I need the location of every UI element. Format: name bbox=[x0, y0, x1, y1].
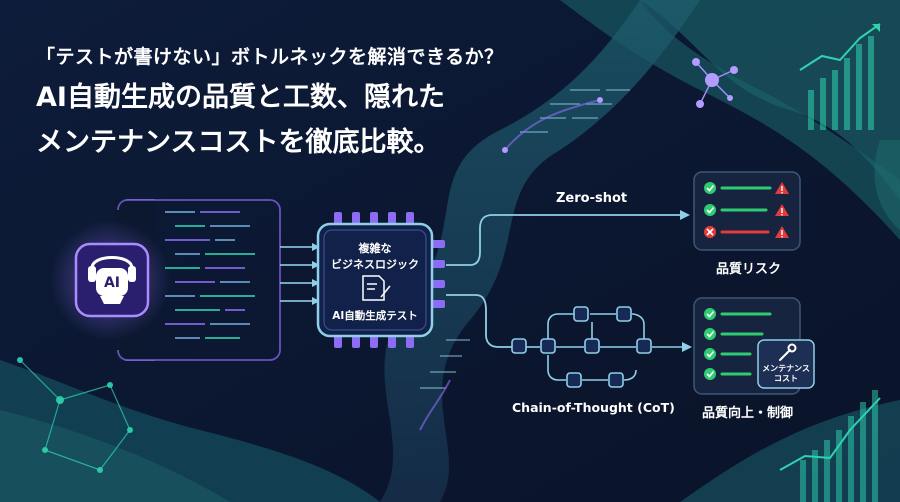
headline-line3: メンテナンスコストを徹底比較。 bbox=[36, 127, 441, 158]
robot-icon bbox=[88, 256, 136, 304]
risk-label: 品質リスク bbox=[716, 262, 782, 277]
headline: 「テストが書けない」ボトルネックを解消できるか？ AI自動生成の品質と工数、隠れ… bbox=[36, 42, 504, 159]
chip-pins bbox=[334, 212, 445, 348]
document-pen-icon bbox=[362, 275, 391, 301]
risk-checklist bbox=[704, 182, 789, 238]
code-lines bbox=[165, 211, 255, 339]
maintenance-label-line1: メンテナンス bbox=[762, 364, 810, 373]
cot-arrow bbox=[446, 294, 512, 348]
input-connectors bbox=[280, 246, 312, 302]
data-river bbox=[380, 0, 700, 502]
zero-shot-label: Zero-shot bbox=[556, 191, 628, 206]
cot-label: Chain-of-Thought (CoT) bbox=[512, 400, 675, 415]
headline-line1: 「テストが書けない」ボトルネックを解消できるか？ bbox=[36, 46, 504, 68]
improve-label: 品質向上・制御 bbox=[702, 406, 794, 421]
maintenance-cost-label: メンテナンス コスト bbox=[758, 364, 814, 384]
logic-chip bbox=[316, 222, 434, 338]
chip-line1: 複雑な bbox=[358, 242, 392, 255]
headline-line2: AI自動生成の品質と工数、隠れた bbox=[36, 82, 445, 113]
chip-line2: ビジネスロジック bbox=[331, 258, 419, 271]
cot-graph-edges bbox=[526, 313, 682, 381]
wave-bottom-right bbox=[680, 400, 900, 502]
chip-caption: AI自動生成テスト bbox=[332, 310, 418, 322]
cot-graph-nodes bbox=[511, 306, 652, 388]
zero-shot-arrow bbox=[446, 214, 680, 266]
bars-bottom-right bbox=[800, 390, 878, 502]
network-bottom-left bbox=[19, 359, 131, 471]
wrench-icon bbox=[779, 343, 797, 361]
improve-checklist bbox=[704, 308, 772, 380]
maintenance-label-line2: コスト bbox=[774, 374, 798, 383]
ai-badge-label: AI bbox=[103, 275, 121, 291]
maintenance-badge bbox=[757, 339, 815, 389]
bars-top-right bbox=[808, 36, 874, 130]
